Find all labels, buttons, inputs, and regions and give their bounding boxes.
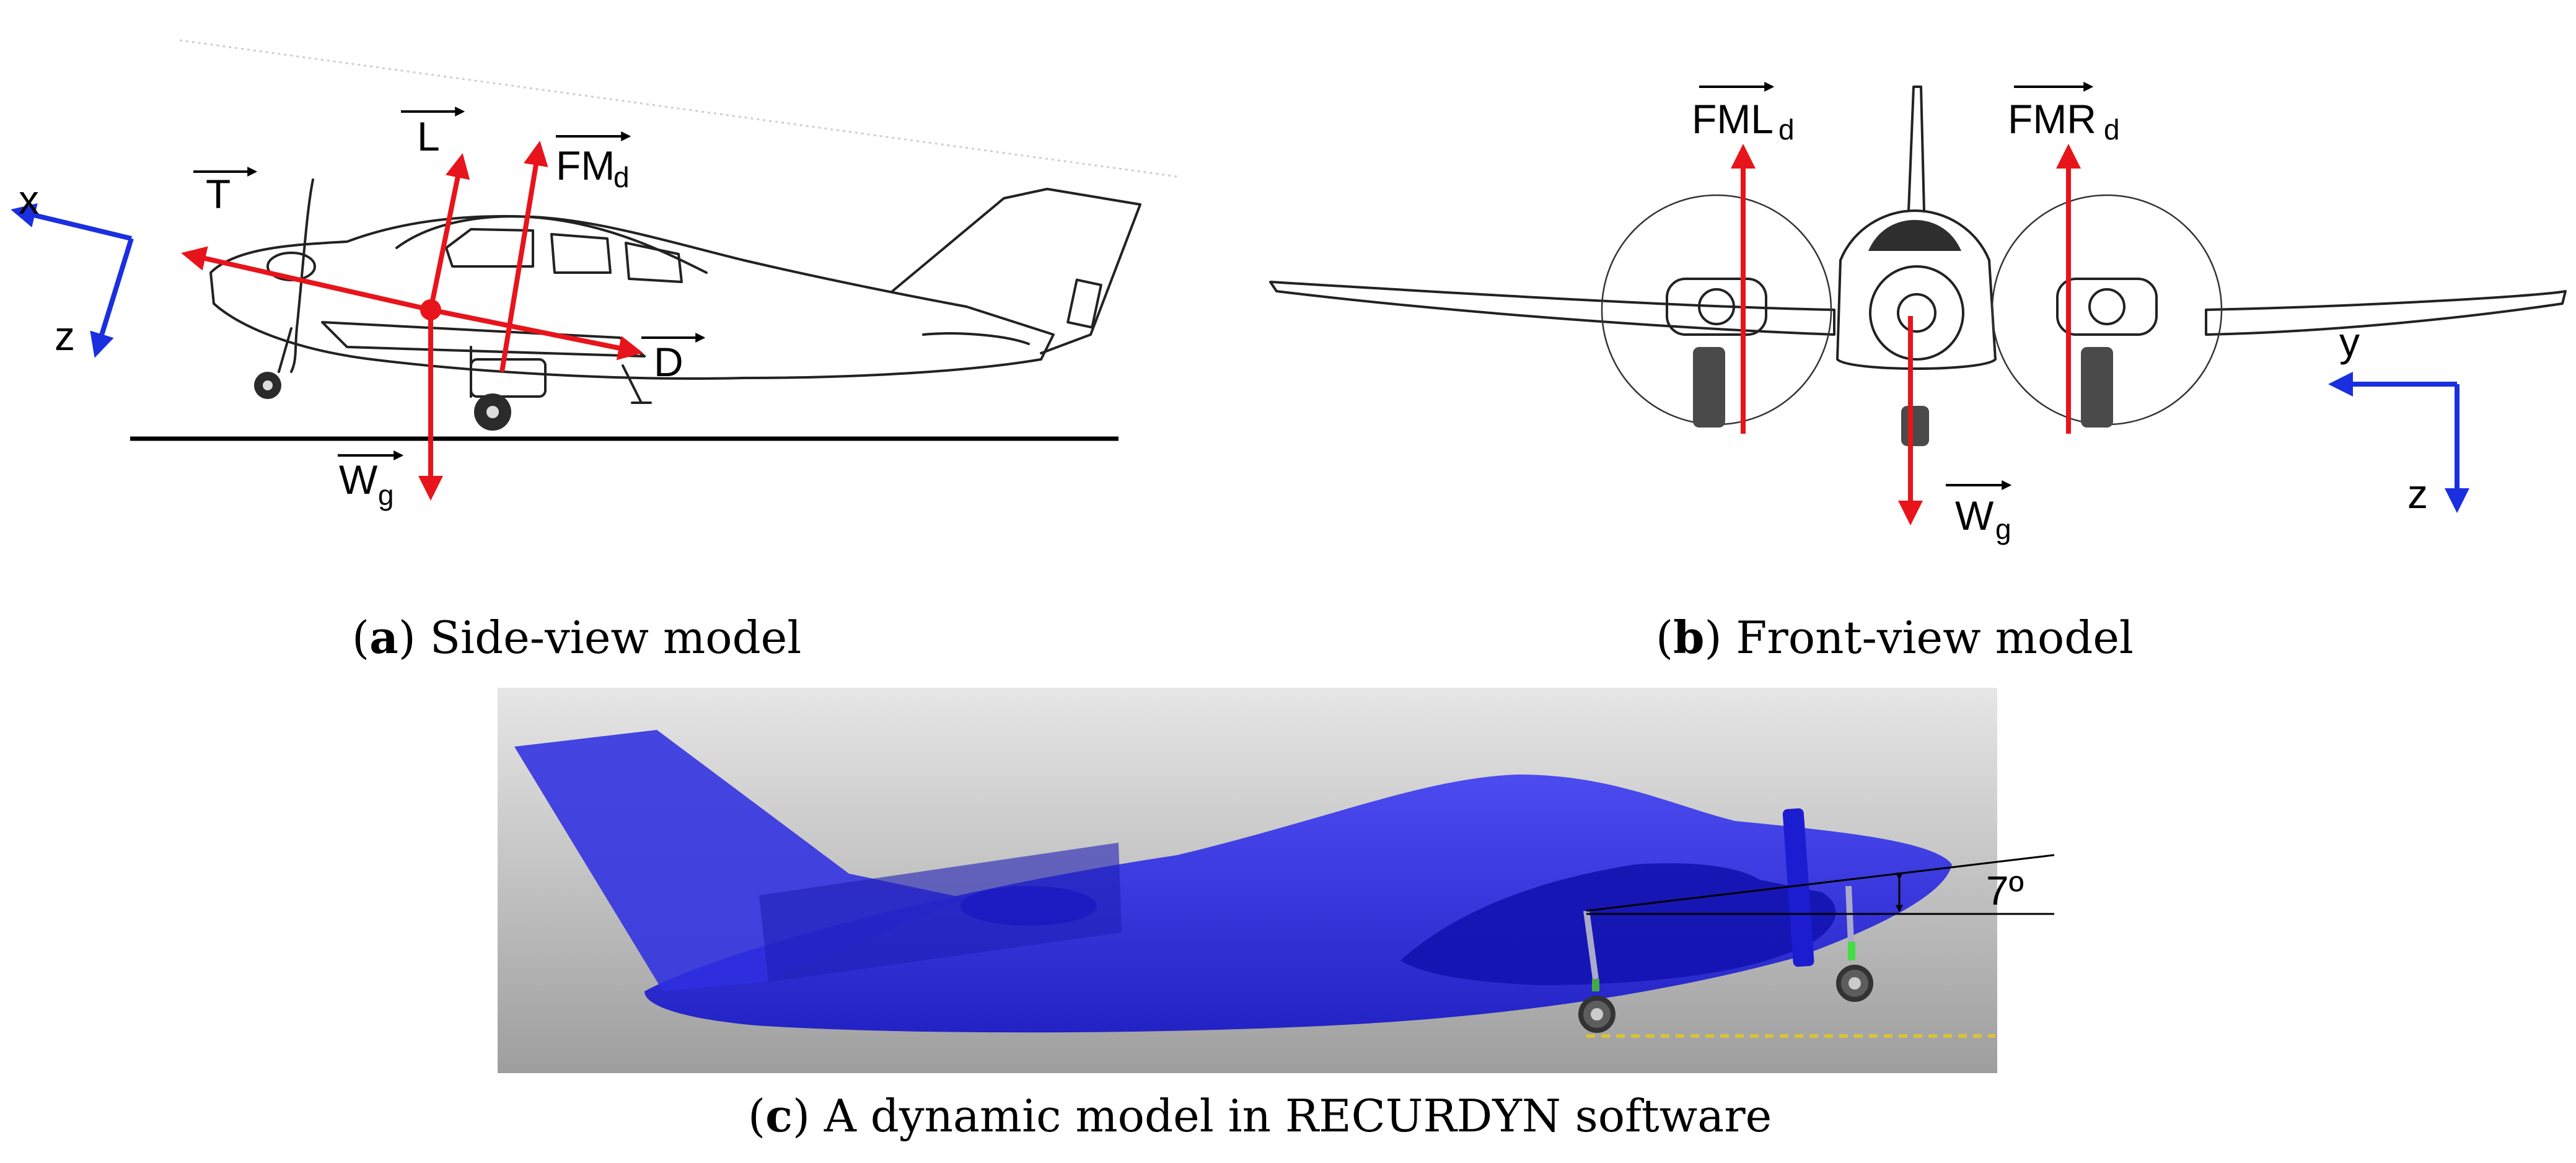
caption-c: (c) A dynamic model in RECURDYN software <box>748 1089 1772 1142</box>
label-FM-sub: d <box>613 161 630 193</box>
caption-b: (b) Front-view model <box>1656 611 2134 664</box>
label-T-text: T <box>206 171 231 217</box>
label-FML-sub: d <box>1778 113 1795 146</box>
panel-c-dynamic-model: 7º (c) A dynamic model in RECURDYN softw… <box>498 688 2055 1142</box>
axes-front: y z <box>2328 319 2469 517</box>
fm-arrow <box>499 141 548 372</box>
angle-label: 7º <box>1986 867 2024 913</box>
label-FMd: FM d <box>556 131 631 193</box>
label-Wg: W g <box>338 450 404 511</box>
label-L-text: L <box>417 113 440 159</box>
center-of-gravity <box>420 299 441 320</box>
forces-front <box>1731 144 2081 525</box>
label-Wg-front: W g <box>1946 480 2012 545</box>
label-D-text: D <box>654 339 684 385</box>
label-W-sub: g <box>378 479 394 511</box>
thrust-arrow <box>181 246 431 312</box>
label-FML-text: FML <box>1692 96 1774 142</box>
label-T: T <box>193 167 258 217</box>
drag-arrow <box>430 307 643 361</box>
lift-arrow <box>428 153 470 310</box>
label-W-front-sub: g <box>1995 513 2011 545</box>
panel-b-front-view: FML d FMR d W g y z (b) Front-view model <box>1269 82 2567 664</box>
axis-z-front-label: z <box>2407 471 2428 517</box>
airplane-3d-model <box>514 730 1952 1033</box>
airplane-front-sketch <box>1269 86 2567 446</box>
label-FM-text: FM <box>556 143 615 188</box>
pitch-angle-annotation: 7º <box>1586 854 2055 915</box>
panel-a-side-view: T L FM d D W g x z (a) Side-view model <box>11 39 1178 664</box>
label-W-text: W <box>339 457 378 503</box>
airplane-side-sketch <box>209 178 1141 431</box>
axis-x-label: x <box>19 177 39 222</box>
label-W-front-text: W <box>1955 493 1994 538</box>
caption-a: (a) Side-view model <box>352 611 801 664</box>
axes-side: x z <box>11 177 134 359</box>
label-FMLd: FML d <box>1692 82 1795 146</box>
axis-y-label: y <box>2339 319 2360 365</box>
forces-side <box>181 141 643 501</box>
label-FMRd: FMR d <box>2008 82 2120 146</box>
label-FMR-sub: d <box>2104 113 2120 146</box>
label-D: D <box>641 333 706 385</box>
label-FMR-text: FMR <box>2008 96 2096 142</box>
axis-z-label: z <box>55 313 75 359</box>
label-L: L <box>401 107 465 159</box>
